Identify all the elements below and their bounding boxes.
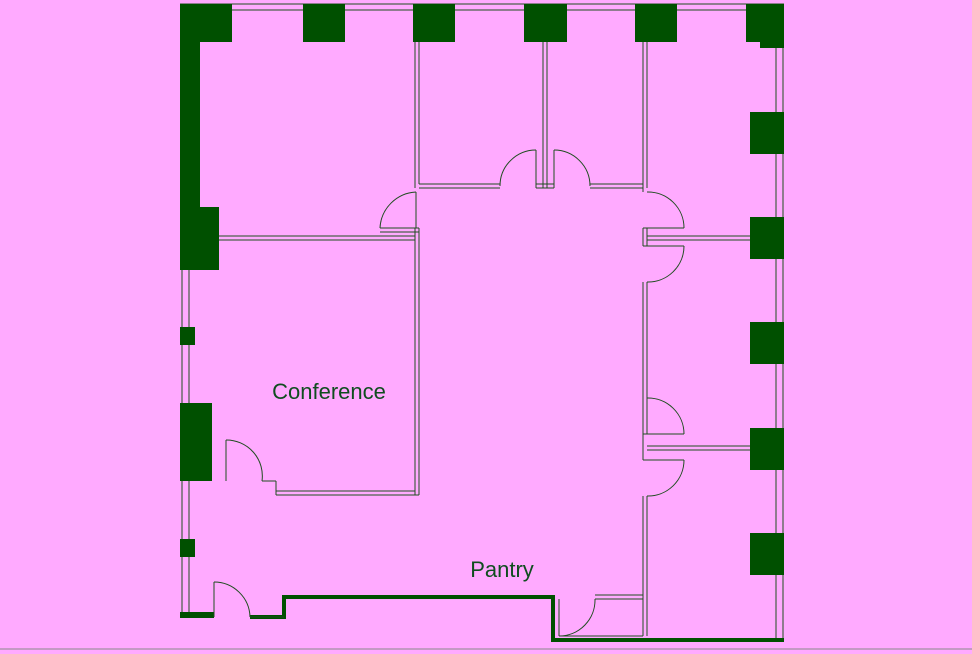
door-swing xyxy=(646,459,685,497)
interior-walls xyxy=(219,42,750,636)
door-swing xyxy=(553,149,591,187)
door-swing xyxy=(646,245,685,283)
columns xyxy=(180,4,784,575)
exterior-walls xyxy=(180,3,784,642)
door-swing xyxy=(379,191,417,229)
room-label-conference: Conference xyxy=(272,379,386,404)
door-swing xyxy=(646,397,685,435)
door-swing xyxy=(646,191,685,229)
door-swing xyxy=(499,149,537,187)
doors xyxy=(213,149,685,637)
door-swing xyxy=(225,439,263,482)
door-swing xyxy=(213,581,251,618)
room-label-pantry: Pantry xyxy=(470,557,534,582)
door-swing xyxy=(558,598,596,637)
